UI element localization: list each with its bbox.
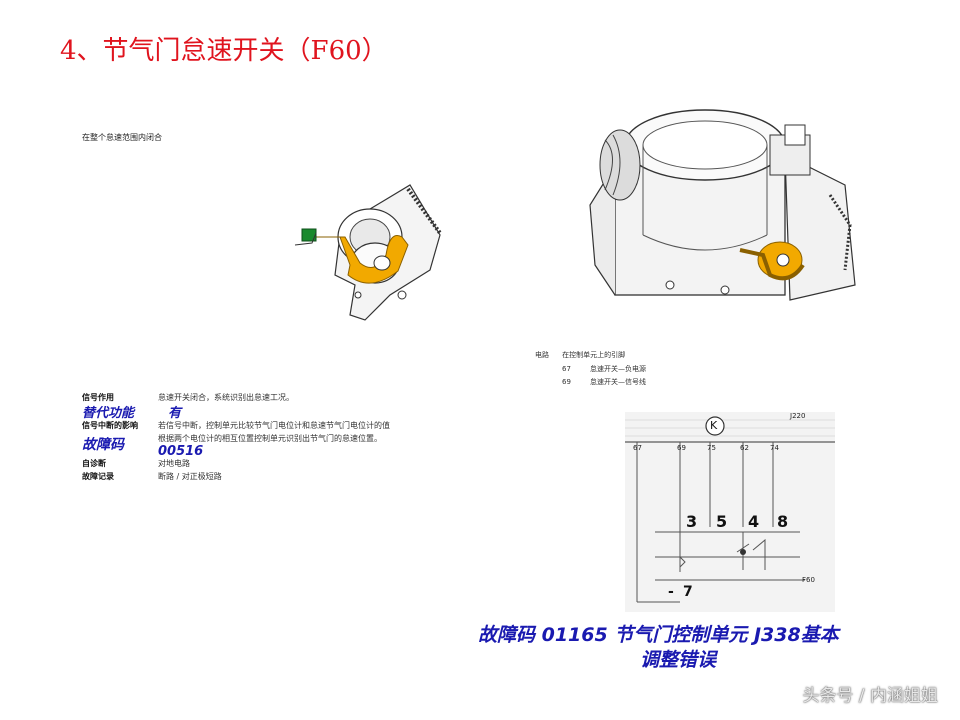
info-label: 自诊断 xyxy=(82,459,106,468)
ground-digit: 7 xyxy=(683,584,693,600)
component-label: F60 xyxy=(802,576,815,584)
wiring-unit-label: J220 xyxy=(790,412,806,420)
left-caption: 在整个怠速范围内闭合 xyxy=(82,133,162,142)
circuit-row-pin: 69 xyxy=(562,378,571,386)
k-symbol: K xyxy=(710,419,718,432)
ground-sign: - xyxy=(668,584,674,600)
circuit-row-pin: 67 xyxy=(562,365,571,373)
info-label: 信号作用 xyxy=(82,393,114,402)
info-value: 怠速开关闭合，系统识别出怠速工况。 xyxy=(158,393,294,402)
throttle-body-illustration xyxy=(589,109,856,301)
circuit-header-text: 在控制单元上的引脚 xyxy=(562,351,626,359)
circuit-row-desc: 怠速开关—信号线 xyxy=(590,378,647,386)
circuit-header-label: 电路 xyxy=(535,351,549,359)
circuit-header: 电路 在控制单元上的引脚 xyxy=(535,342,625,361)
connector-digit: 8 xyxy=(777,512,789,531)
handwritten-substitute-value: 有 xyxy=(168,406,182,421)
connector-digit: 4 xyxy=(748,512,760,531)
info-label: 故障记录 xyxy=(82,472,114,481)
circuit-row: 67 怠速开关—负电源 xyxy=(562,356,646,375)
handwritten-fault-code: 00516 xyxy=(158,444,204,459)
info-value: 断路 / 对正极短路 xyxy=(158,472,222,481)
handwritten-substitute: 替代功能 xyxy=(82,406,135,421)
connector-digit: 5 xyxy=(716,512,728,531)
info-label: 信号中断的影响 xyxy=(82,421,138,430)
wiring-pin: 75 xyxy=(707,444,716,452)
connector-digit: 3 xyxy=(686,512,698,531)
watermark: 头条号 / 内涵姐姐 xyxy=(802,686,938,706)
handwritten-fault-note-line1: 故障码 01165 节气门控制单元 J338基本 xyxy=(478,624,839,646)
wiring-diagram xyxy=(625,412,835,612)
wiring-pin: 74 xyxy=(770,444,779,452)
info-value: 对地电路 xyxy=(158,459,190,468)
info-value: 根据两个电位计的相互位置控制单元识别出节气门的怠速位置。 xyxy=(158,434,382,443)
page-title: 4、节气门怠速开关（F60） xyxy=(60,36,388,66)
wiring-pin: 62 xyxy=(740,444,749,452)
circuit-row-desc: 怠速开关—负电源 xyxy=(590,365,647,373)
circuit-row: 69 怠速开关—信号线 xyxy=(562,369,646,388)
wiring-pin: 67 xyxy=(633,444,642,452)
handwritten-fault-note-line2: 调整错误 xyxy=(640,649,717,671)
handwritten-fault-code-label: 故障码 xyxy=(82,437,124,453)
info-value: 若信号中断，控制单元比较节气门电位计和怠速节气门电位计的值 xyxy=(158,421,390,430)
idle-switch-illustration xyxy=(294,184,442,321)
wiring-pin: 69 xyxy=(677,444,686,452)
